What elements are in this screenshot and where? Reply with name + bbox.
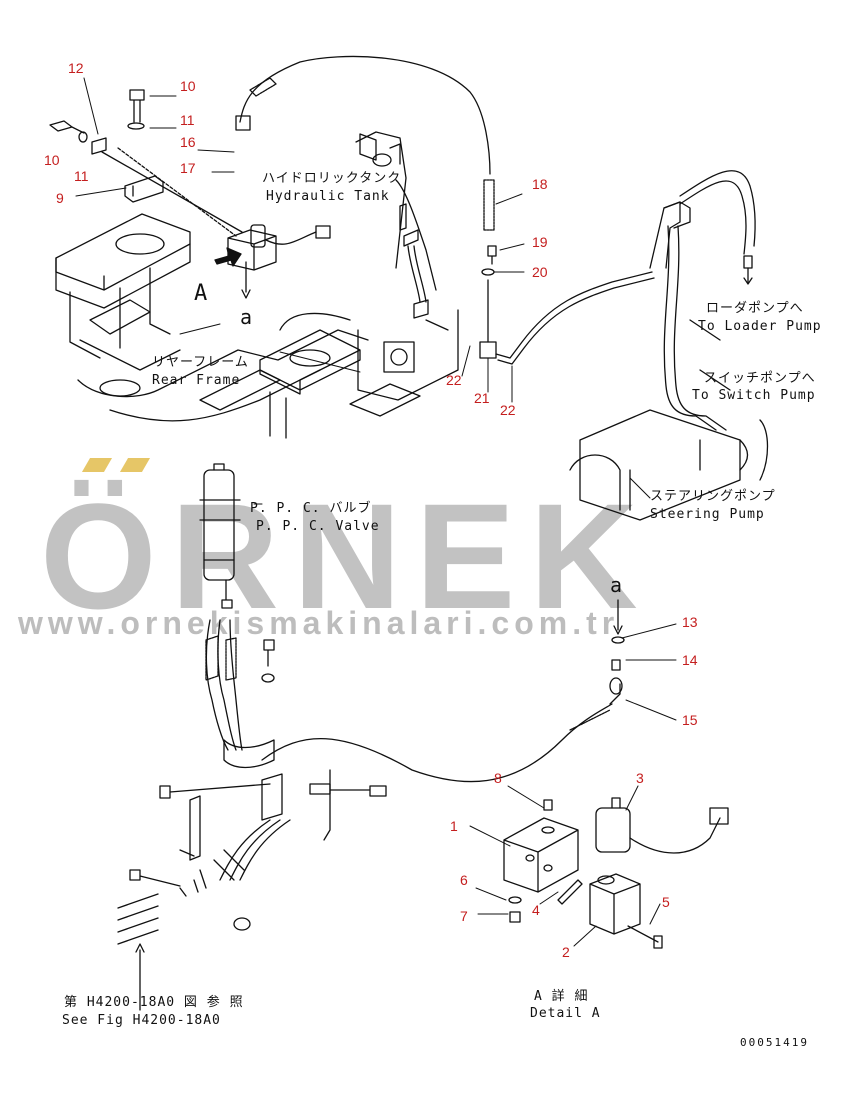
hydraulic-tank-label-jp: ハイドロリックタンク [262, 171, 402, 186]
switch-pump-label-jp: スイッチポンプへ [704, 371, 816, 386]
bracket-assembly [49, 89, 243, 237]
view-a-marker: A [194, 281, 209, 306]
callout-22-left: 22 [446, 372, 462, 388]
callout-22-right: 22 [500, 402, 516, 418]
steering-pump-label-en: Steering Pump [650, 507, 765, 522]
steering-pump [569, 409, 769, 521]
detail-a-valve-block [503, 799, 583, 923]
callout-20: 20 [532, 264, 548, 280]
hydraulic-tank [349, 131, 459, 417]
callout-9: 9 [56, 190, 64, 206]
see-fig-label-jp: 第 H4200-18A0 図 参 照 [64, 995, 244, 1010]
callout-10-left: 10 [44, 152, 60, 168]
switch-pump-label-en: To Switch Pump [692, 388, 816, 403]
callout-17: 17 [180, 160, 196, 176]
ppc-valve-label-jp: P. P. C. バルブ [250, 501, 372, 516]
figure-code: 00051419 [740, 1036, 809, 1049]
loader-pump-label-en: To Loader Pump [698, 319, 822, 334]
loader-pump-label-jp: ローダポンプへ [706, 301, 804, 316]
lower-hoses [117, 599, 625, 1011]
callout-12: 12 [68, 60, 84, 76]
callout-4: 4 [532, 902, 540, 918]
leader-lines [75, 77, 677, 947]
rear-frame-label-en: Rear Frame [152, 373, 241, 388]
callout-13: 13 [682, 614, 698, 630]
watermark-url: www.ornekismakinalari.com.tr [18, 605, 620, 641]
callout-15: 15 [682, 712, 698, 728]
rear-frame [55, 213, 369, 439]
detail-a-label-en: Detail A [530, 1006, 601, 1021]
steering-pump-label-jp: ステアリングポンプ [650, 489, 776, 504]
callout-8: 8 [494, 770, 502, 786]
callout-2: 2 [562, 944, 570, 960]
rear-frame-label-jp: リヤーフレーム [152, 355, 249, 370]
ref-a-bottom: a [610, 573, 624, 597]
callout-10-top: 10 [180, 78, 196, 94]
callout-3: 3 [636, 770, 644, 786]
callout-7: 7 [460, 908, 468, 924]
ppc-valve [199, 463, 275, 769]
tank-hose [235, 55, 497, 343]
callout-16: 16 [180, 134, 196, 150]
detail-a-solenoid [589, 797, 729, 949]
callout-11-left: 11 [74, 168, 89, 184]
hydraulic-tank-label-en: Hydraulic Tank [266, 189, 390, 204]
watermark-brand: ÖRNEK [40, 472, 652, 640]
solenoid-valve-top [214, 224, 331, 299]
callout-5: 5 [662, 894, 670, 910]
pump-hoses [479, 170, 756, 431]
callout-1: 1 [450, 818, 458, 834]
see-fig-label-en: See Fig H4200-18A0 [62, 1013, 221, 1028]
callout-6: 6 [460, 872, 468, 888]
ref-a-top: a [240, 305, 254, 329]
callout-11-top: 11 [180, 112, 195, 128]
callout-18: 18 [532, 176, 548, 192]
callout-19: 19 [532, 234, 548, 250]
detail-a-label-jp: A 詳 細 [534, 989, 589, 1004]
ppc-valve-label-en: P. P. C. Valve [256, 519, 380, 534]
callout-14: 14 [682, 652, 698, 668]
callout-21: 21 [474, 390, 490, 406]
